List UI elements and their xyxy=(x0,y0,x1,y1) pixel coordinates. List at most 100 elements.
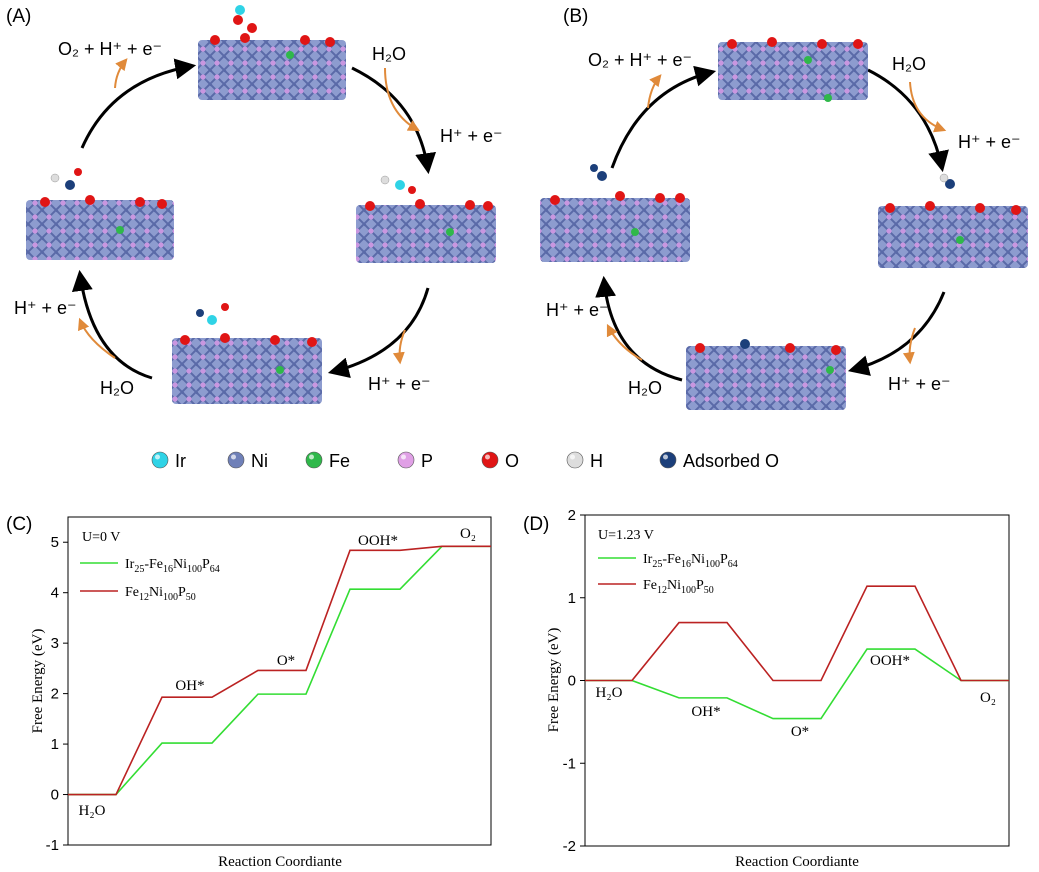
panel-label-a: (A) xyxy=(6,6,31,27)
step-label-1: OH* xyxy=(691,704,720,720)
series-line-0 xyxy=(585,648,1009,720)
slab-b-left xyxy=(540,164,690,262)
cycle-a-consume-arrow-4 xyxy=(77,317,116,359)
cycle-a-label-right-bottom: H⁺ + e⁻ xyxy=(368,374,431,394)
slab-b-right xyxy=(878,173,1028,268)
cycle-b-label-left-top: H⁺ + e⁻ xyxy=(546,300,609,320)
cycle-b-label-h2o-top: H₂O xyxy=(892,54,926,74)
series-line-0 xyxy=(68,545,491,796)
chart-d-step-labels: H₂O OH* O* OOH* O₂ xyxy=(596,653,996,740)
cycle-b-arrow-1 xyxy=(610,65,717,169)
y-tick-label: 5 xyxy=(51,534,59,551)
step-label-3: OOH* xyxy=(358,533,398,549)
panel-label-d: (D) xyxy=(523,514,549,535)
legend-label-3: P xyxy=(421,451,433,471)
cycle-b-arrow-4 xyxy=(595,275,683,382)
legend-swatch-0 xyxy=(151,451,169,469)
legend-label-1: Ni xyxy=(251,451,268,471)
legend-swatch-2 xyxy=(305,451,323,469)
chart-c-ylabel: Free Energy (eV) xyxy=(30,629,46,734)
slab-a-bottom xyxy=(172,303,322,404)
legend-swatch-5 xyxy=(566,451,584,469)
cycle-b-consume-arrow-2 xyxy=(909,81,947,133)
chart-d-legend-fe: Fe12Ni100P50 xyxy=(643,578,714,596)
y-tick-label: 4 xyxy=(51,585,59,602)
chart-d-legend-ir: Ir25-Fe16Ni100P64 xyxy=(643,552,738,570)
y-tick-label: -1 xyxy=(46,837,59,854)
chart-c-annotation: U=0 V xyxy=(82,530,120,545)
y-tick-label: 0 xyxy=(568,673,576,690)
step-label-3: OOH* xyxy=(870,653,910,669)
slab-b-top xyxy=(718,37,868,102)
cycle-b: O₂ + H⁺ + e⁻ H₂O H⁺ + e⁻ H⁺ + e⁻ H₂O H⁺ … xyxy=(540,37,1028,410)
cycle-b-arrow-2 xyxy=(867,68,949,173)
cycle-a-arrow-3 xyxy=(327,287,430,378)
cycle-a-label-h2o-top: H₂O xyxy=(372,44,406,64)
slab-a-left xyxy=(26,168,174,260)
chart-c-xlabel: Reaction Coordiante xyxy=(218,854,342,870)
series-line-1 xyxy=(585,585,1009,682)
legend-swatch-highlight-3 xyxy=(401,454,406,460)
slab-b-bottom xyxy=(686,339,846,410)
cycle-b-label-right-top: H⁺ + e⁻ xyxy=(958,132,1021,152)
cycle-a: O₂ + H⁺ + e⁻ H₂O H⁺ + e⁻ H⁺ + e⁻ H₂O H⁺ … xyxy=(14,5,503,404)
legend-swatch-highlight-4 xyxy=(485,454,490,460)
legend-label-4: O xyxy=(505,451,519,471)
cycle-a-release-arrow-1 xyxy=(114,58,128,89)
cycle-b-label-right-bottom: H⁺ + e⁻ xyxy=(888,374,951,394)
panel-label-b: (B) xyxy=(563,6,588,27)
cycle-a-label-h2o-bottom: H₂O xyxy=(100,378,134,398)
cycle-a-label-left-top: H⁺ + e⁻ xyxy=(14,298,77,318)
chart-c-legend-fe: Fe12Ni100P50 xyxy=(125,585,196,603)
legend-swatch-highlight-5 xyxy=(570,454,575,460)
panel-label-c: (C) xyxy=(6,514,32,535)
slab-a-right xyxy=(356,175,496,263)
y-tick-label: 1 xyxy=(51,736,59,753)
legend-label-6: Adsorbed O xyxy=(683,451,779,471)
legend-swatch-3 xyxy=(397,451,415,469)
legend-label-2: Fe xyxy=(329,451,350,471)
cycle-b-release-arrow-1 xyxy=(647,74,662,109)
y-tick-label: 0 xyxy=(51,787,59,804)
cycle-a-label-right-top: H⁺ + e⁻ xyxy=(440,126,503,146)
chart-d-series xyxy=(585,585,1009,720)
chart-c-plot-frame xyxy=(67,516,492,846)
cycle-b-label-h2o-bottom: H₂O xyxy=(628,378,662,398)
legend-swatch-4 xyxy=(481,451,499,469)
atom-legend: Ir Ni Fe P O H Adsorbed O xyxy=(151,451,779,471)
step-label-0: H₂O xyxy=(596,685,623,701)
step-label-2: O* xyxy=(277,653,295,669)
chart-d-xlabel: Reaction Coordiante xyxy=(735,854,859,870)
step-label-2: O* xyxy=(791,724,809,740)
y-tick-label: 2 xyxy=(568,507,576,524)
chart-d-y-ticks: -2 -1 0 1 2 xyxy=(563,507,585,855)
y-tick-label: -1 xyxy=(563,755,576,772)
cycle-a-release-arrow-3 xyxy=(392,329,406,365)
chart-c-y-ticks: -1 0 1 2 3 4 5 xyxy=(46,534,68,854)
legend-swatch-6 xyxy=(659,451,677,469)
legend-swatch-1 xyxy=(227,451,245,469)
legend-swatch-highlight-0 xyxy=(155,454,160,460)
legend-swatch-highlight-2 xyxy=(309,454,314,460)
cycle-b-arrow-3 xyxy=(847,291,946,376)
step-label-4: O₂ xyxy=(980,690,996,706)
step-label-0: H₂O xyxy=(79,803,106,819)
cycle-a-consume-arrow-2 xyxy=(384,67,421,132)
chart-c-series xyxy=(68,545,491,796)
y-tick-label: 2 xyxy=(51,686,59,703)
cycle-a-label-top-left: O₂ + H⁺ + e⁻ xyxy=(58,39,162,59)
chart-d-ylabel: Free Energy (eV) xyxy=(546,628,562,733)
cycle-b-label-top-left: O₂ + H⁺ + e⁻ xyxy=(588,50,692,70)
step-label-1: OH* xyxy=(175,678,204,694)
legend-label-0: Ir xyxy=(175,451,186,471)
y-tick-label: -2 xyxy=(563,838,576,855)
y-tick-label: 1 xyxy=(568,590,576,607)
cycle-b-consume-arrow-4 xyxy=(606,323,643,361)
legend-label-5: H xyxy=(590,451,603,471)
cycle-b-release-arrow-3 xyxy=(902,327,916,365)
y-tick-label: 3 xyxy=(51,635,59,652)
slab-a-top xyxy=(198,5,346,100)
